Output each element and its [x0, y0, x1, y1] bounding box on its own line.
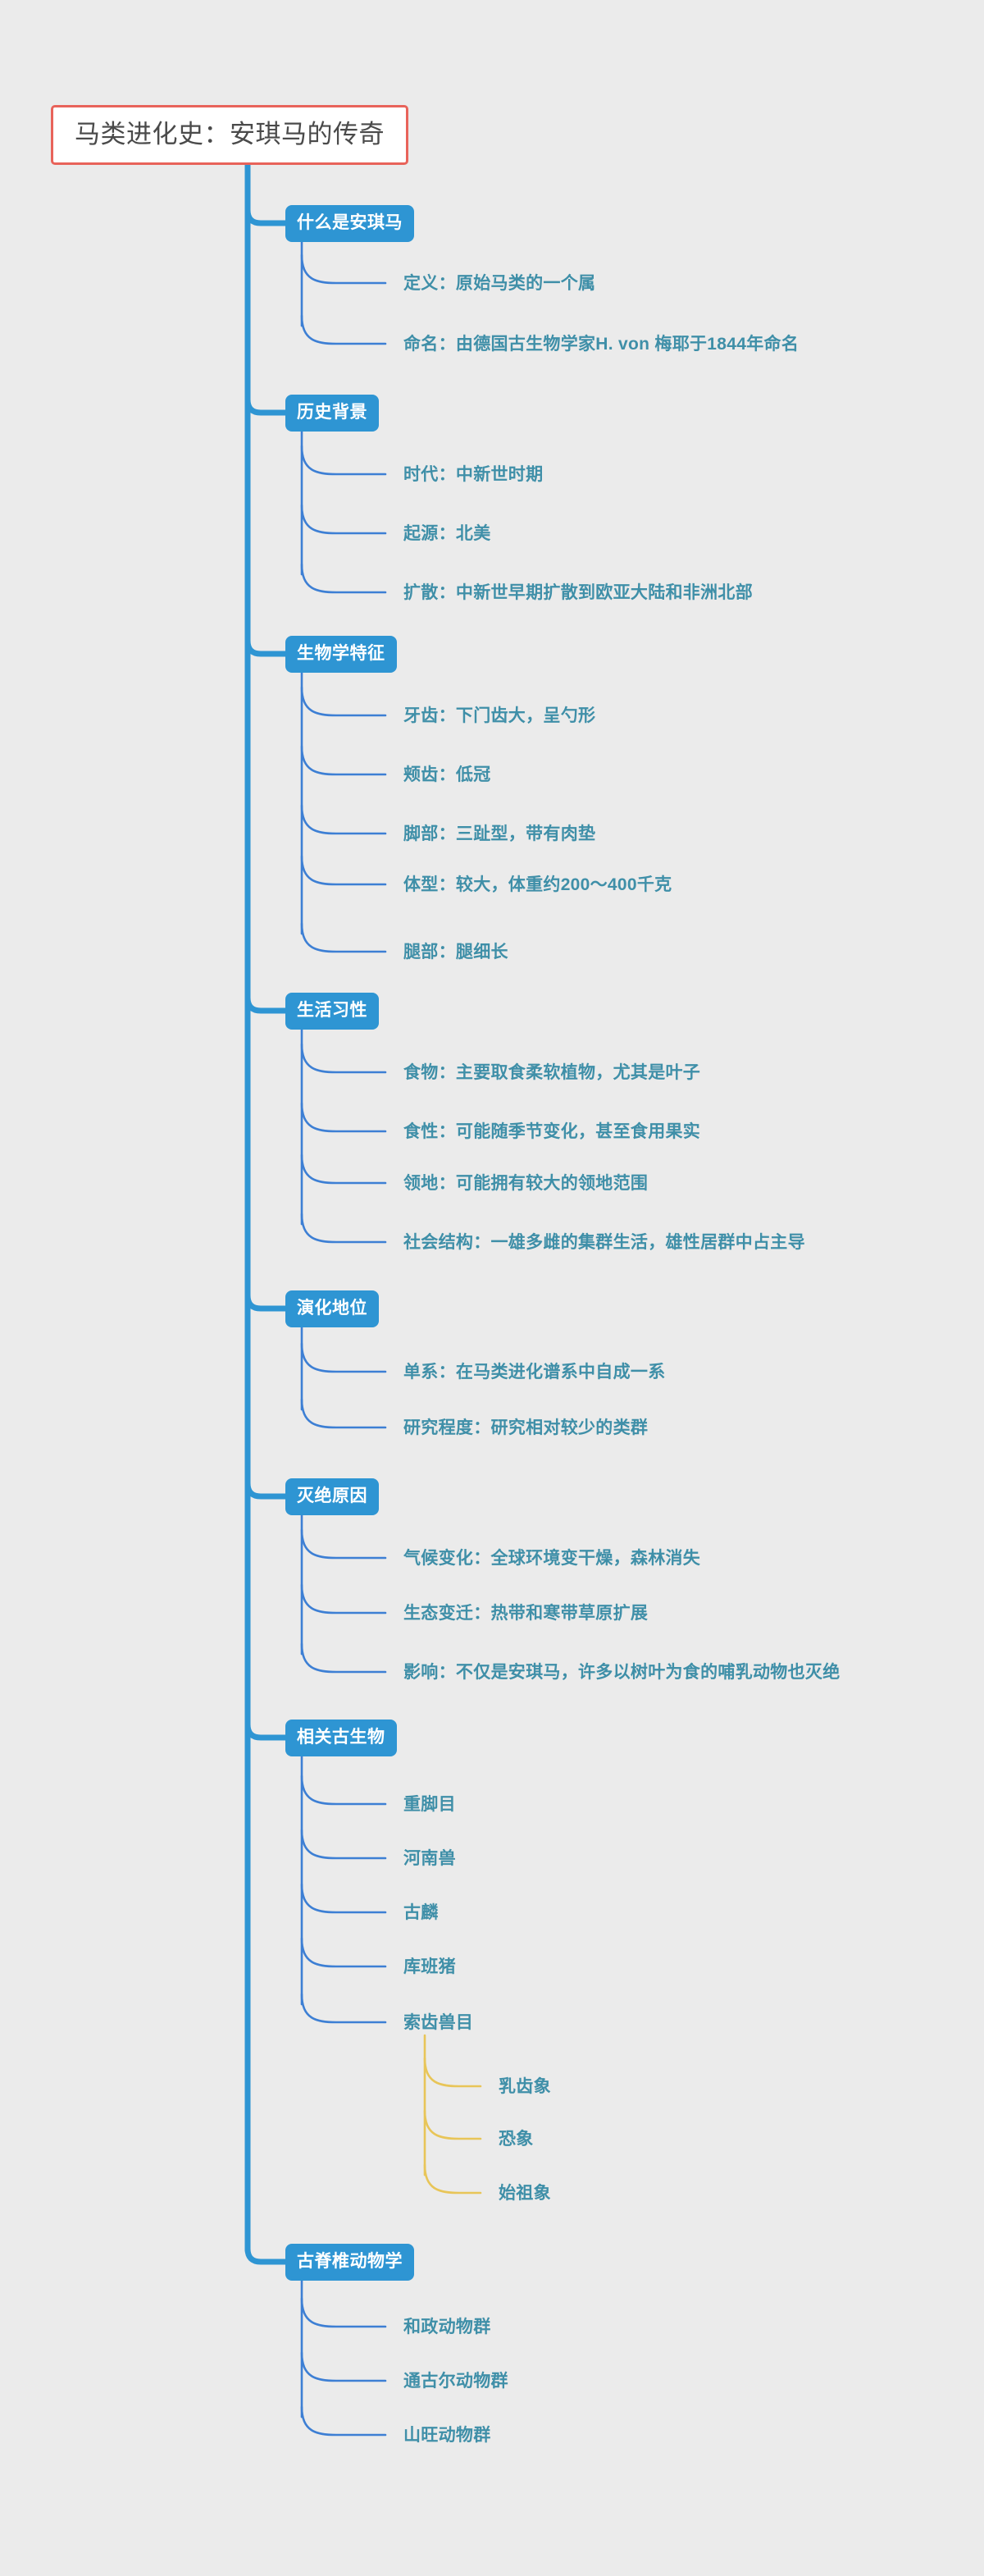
leaf-node-3-1[interactable]: 牙齿：下门齿大，呈勺形 [403, 706, 596, 725]
branch-node-2[interactable]: 历史背景 [285, 394, 379, 432]
branch-node-1[interactable]: 什么是安琪马 [285, 204, 414, 242]
leaf-node-7-5[interactable]: 索齿兽目 [403, 2012, 474, 2032]
branch-node-7[interactable]: 相关古生物 [285, 1719, 397, 1756]
leaf-node-2-2[interactable]: 起源：北美 [403, 523, 491, 543]
subleaf-node-7-5-3[interactable]: 始祖象 [499, 2183, 551, 2203]
leaf-node-6-1[interactable]: 气候变化：全球环境变干燥，森林消失 [403, 1548, 701, 1568]
leaf-node-1-2[interactable]: 命名：由德国古生物学家H. von 梅耶于1844年命名 [403, 334, 800, 354]
leaf-node-6-2[interactable]: 生态变迁：热带和寒带草原扩展 [403, 1603, 649, 1623]
leaf-node-4-2[interactable]: 食性：可能随季节变化，甚至食用果实 [403, 1121, 701, 1141]
leaf-node-3-4[interactable]: 体型：较大，体重约200～400千克 [403, 875, 672, 894]
leaf-node-4-1[interactable]: 食物：主要取食柔软植物，尤其是叶子 [403, 1062, 701, 1082]
leaf-node-4-3[interactable]: 领地：可能拥有较大的领地范围 [403, 1173, 649, 1193]
leaf-node-7-1[interactable]: 重脚目 [403, 1794, 456, 1814]
leaf-node-8-1[interactable]: 和政动物群 [403, 2317, 491, 2336]
root-node[interactable]: 马类进化史：安琪马的传奇 [51, 105, 408, 165]
leaf-node-7-3[interactable]: 古麟 [403, 1902, 439, 1922]
leaf-node-8-3[interactable]: 山旺动物群 [403, 2425, 491, 2445]
branch-node-6[interactable]: 灭绝原因 [285, 1478, 379, 1515]
leaf-node-3-2[interactable]: 颊齿：低冠 [403, 765, 491, 784]
branch-node-3[interactable]: 生物学特征 [285, 635, 397, 673]
leaf-node-2-3[interactable]: 扩散：中新世早期扩散到欧亚大陆和非洲北部 [403, 582, 753, 602]
leaf-node-3-3[interactable]: 脚部：三趾型，带有肉垫 [403, 824, 596, 843]
leaf-node-3-5[interactable]: 腿部：腿细长 [403, 942, 508, 961]
leaf-node-6-3[interactable]: 影响：不仅是安琪马，许多以树叶为食的哺乳动物也灭绝 [403, 1662, 840, 1682]
leaf-node-5-1[interactable]: 单系：在马类进化谱系中自成一系 [403, 1362, 666, 1382]
leaf-node-2-1[interactable]: 时代：中新世时期 [403, 464, 544, 484]
leaf-node-8-2[interactable]: 通古尔动物群 [403, 2371, 508, 2391]
subleaf-node-7-5-1[interactable]: 乳齿象 [499, 2076, 551, 2096]
branch-node-4[interactable]: 生活习性 [285, 992, 379, 1030]
leaf-node-7-4[interactable]: 库班猪 [403, 1957, 456, 1976]
leaf-node-4-4[interactable]: 社会结构：一雄多雌的集群生活，雄性居群中占主导 [403, 1232, 805, 1252]
leaf-node-1-1[interactable]: 定义：原始马类的一个属 [403, 273, 596, 293]
branch-node-5[interactable]: 演化地位 [285, 1290, 379, 1327]
subleaf-node-7-5-2[interactable]: 恐象 [499, 2129, 534, 2149]
leaf-node-7-2[interactable]: 河南兽 [403, 1848, 456, 1868]
branch-node-8[interactable]: 古脊椎动物学 [285, 2243, 414, 2281]
leaf-node-5-2[interactable]: 研究程度：研究相对较少的类群 [403, 1418, 649, 1437]
